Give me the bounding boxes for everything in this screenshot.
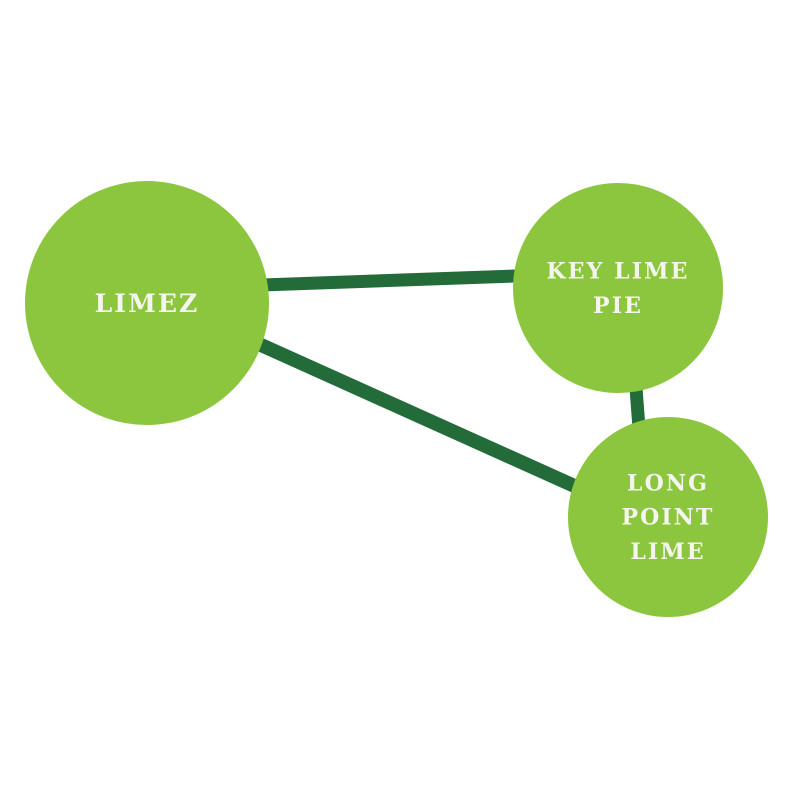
edge-key-lime-pie-long-point-lime[interactable] (629, 387, 646, 429)
node-label-line: POINT (622, 505, 715, 531)
node-label-line: PIE (593, 293, 643, 319)
node-label-line: KEY LIME (547, 259, 690, 285)
node-layer: LIMEZ KEY LIME PIE LONG POINT LIME (25, 181, 768, 617)
node-long-point-lime[interactable]: LONG POINT LIME (568, 417, 768, 617)
node-key-lime-pie-circle[interactable] (513, 183, 723, 393)
node-key-lime-pie[interactable]: KEY LIME PIE (513, 183, 723, 393)
node-key-lime-pie-label: KEY LIME PIE (547, 259, 690, 319)
node-limez[interactable]: LIMEZ (25, 181, 269, 425)
node-limez-label: LIMEZ (95, 289, 200, 318)
node-label-line: LIMEZ (95, 289, 200, 318)
node-label-line: LONG (627, 471, 709, 497)
edge-limez-long-point-lime[interactable] (247, 333, 593, 500)
node-long-point-lime-label: LONG POINT LIME (622, 471, 715, 565)
node-long-point-lime-circle[interactable] (568, 417, 768, 617)
node-limez-circle[interactable] (25, 181, 269, 425)
node-label-line: LIME (630, 539, 705, 565)
